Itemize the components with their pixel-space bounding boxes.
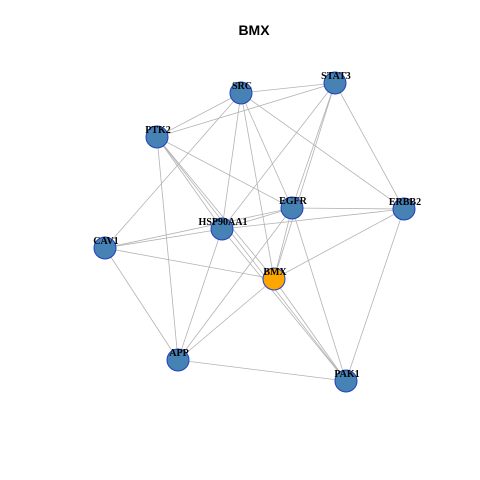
edge-src-ptk2 [156,92,242,138]
edge-egfr-cav1 [104,207,293,249]
node-src [229,81,253,105]
nodes-layer [93,71,416,393]
edge-hsp90aa1-cav1 [104,228,223,249]
edge-hsp90aa1-app [177,228,223,361]
edge-erbb2-hsp90aa1 [221,208,405,230]
edge-ptk2-app [156,136,179,361]
edge-stat3-ptk2 [156,82,336,138]
edges-layer [104,82,405,382]
edge-ptk2-hsp90aa1 [156,136,223,230]
edge-src-egfr [240,92,293,209]
node-label-erbb2: ERBB2 [389,197,421,208]
edge-bmx-app [177,278,275,361]
node-label-hsp90aa1: HSP90AA1 [199,217,248,228]
node-hsp90aa1 [210,217,234,241]
edge-egfr-pak1 [291,207,347,382]
edge-erbb2-bmx [273,208,405,280]
edge-src-erbb2 [240,92,405,210]
edge-egfr-erbb2 [291,207,405,210]
edge-src-hsp90aa1 [221,92,242,230]
edge-stat3-erbb2 [334,82,405,210]
node-egfr [280,196,304,220]
edge-stat3-hsp90aa1 [221,82,336,230]
node-label-src: SRC [232,81,252,92]
edge-ptk2-pak1 [156,136,347,382]
edge-hsp90aa1-pak1 [221,228,347,382]
edge-ptk2-bmx [156,136,275,280]
node-stat3 [323,71,347,95]
edge-app-pak1 [177,359,347,382]
edge-bmx-pak1 [273,278,347,382]
node-app [166,348,190,372]
node-label-bmx: BMX [263,267,287,278]
edge-src-bmx [240,92,275,280]
node-erbb2 [392,197,416,221]
edge-stat3-bmx [273,82,336,280]
node-cav1 [93,236,117,260]
edge-egfr-hsp90aa1 [221,207,293,230]
edge-cav1-bmx [104,247,275,280]
edge-erbb2-pak1 [345,208,405,382]
node-label-cav1: CAV1 [93,236,118,247]
node-pak1 [334,369,358,393]
node-ptk2 [145,125,169,149]
node-label-ptk2: PTK2 [145,125,171,136]
graph-title: BMX [238,22,270,38]
edge-src-cav1 [104,92,242,249]
edge-cav1-app [104,247,179,361]
edge-egfr-bmx [273,207,293,280]
node-label-egfr: EGFR [279,196,308,207]
edge-ptk2-egfr [156,136,293,209]
node-label-app: APP [169,348,188,359]
edge-src-stat3 [240,82,336,94]
node-bmx [262,267,286,291]
edge-egfr-app [177,207,293,361]
node-label-stat3: STAT3 [321,71,351,82]
node-label-pak1: PAK1 [334,369,359,380]
edge-stat3-egfr [291,82,336,209]
